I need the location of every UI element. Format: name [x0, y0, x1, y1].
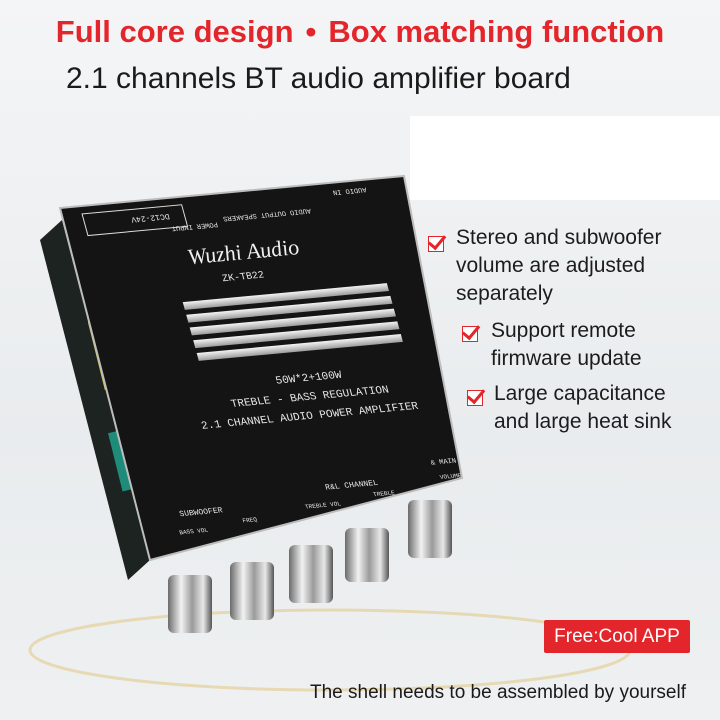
feature-line: Large capacitance	[494, 382, 666, 405]
headline-part1: Full core design	[55, 14, 294, 49]
main-label: & MAIN	[430, 458, 457, 468]
voltage-label: DC12-24V	[130, 211, 171, 223]
knob-treble[interactable]	[345, 528, 389, 582]
knob-freq[interactable]	[230, 562, 274, 620]
free-app-badge: Free:Cool APP	[544, 620, 690, 653]
white-panel	[410, 116, 720, 200]
gold-ring-decoration	[28, 608, 632, 692]
feature-item: Large capacitance and large heat sink	[494, 380, 671, 436]
headline-part2: Box matching function	[328, 14, 665, 49]
audio-in-label: AUDIO IN	[332, 185, 368, 196]
knob-label: TREBLE VOL	[304, 500, 342, 510]
feature-line: Support remote	[491, 319, 636, 342]
subwoofer-label: SUBWOOFER	[178, 506, 224, 519]
board-top	[58, 174, 464, 562]
knobs	[168, 500, 452, 633]
feature-line: firmware update	[491, 347, 642, 370]
heat-sink	[182, 283, 403, 361]
feature-line: separately	[456, 282, 553, 305]
knob-label: FREQ	[242, 516, 259, 524]
feature-line: Stereo and subwoofer	[456, 226, 662, 249]
knob-label: BASS VOL	[179, 527, 210, 536]
knob-label: TREBLE	[372, 489, 396, 498]
headline: Full core design • Box matching function	[0, 14, 720, 50]
feature-item: Support remote firmware update	[491, 317, 642, 373]
feature-item: Stereo and subwoofer volume are adjusted…	[456, 224, 661, 308]
knob-bass-vol[interactable]	[168, 575, 212, 633]
feature-line: and large heat sink	[494, 410, 672, 433]
knob-volume[interactable]	[408, 500, 452, 558]
checkbox-checked-icon	[467, 390, 483, 406]
knob-label: VOLUME	[439, 472, 463, 481]
checkbox-checked-icon	[462, 326, 478, 342]
model-label: ZK-TB22	[221, 271, 266, 286]
checkbox-checked-icon	[428, 236, 444, 252]
subtitle: 2.1 channels BT audio amplifier board	[66, 62, 571, 95]
headline-separator: •	[305, 14, 317, 49]
footer-note: The shell needs to be assembled by yours…	[310, 682, 686, 703]
knob-treble-vol[interactable]	[289, 545, 333, 603]
feature-line: volume are adjusted	[456, 254, 646, 277]
